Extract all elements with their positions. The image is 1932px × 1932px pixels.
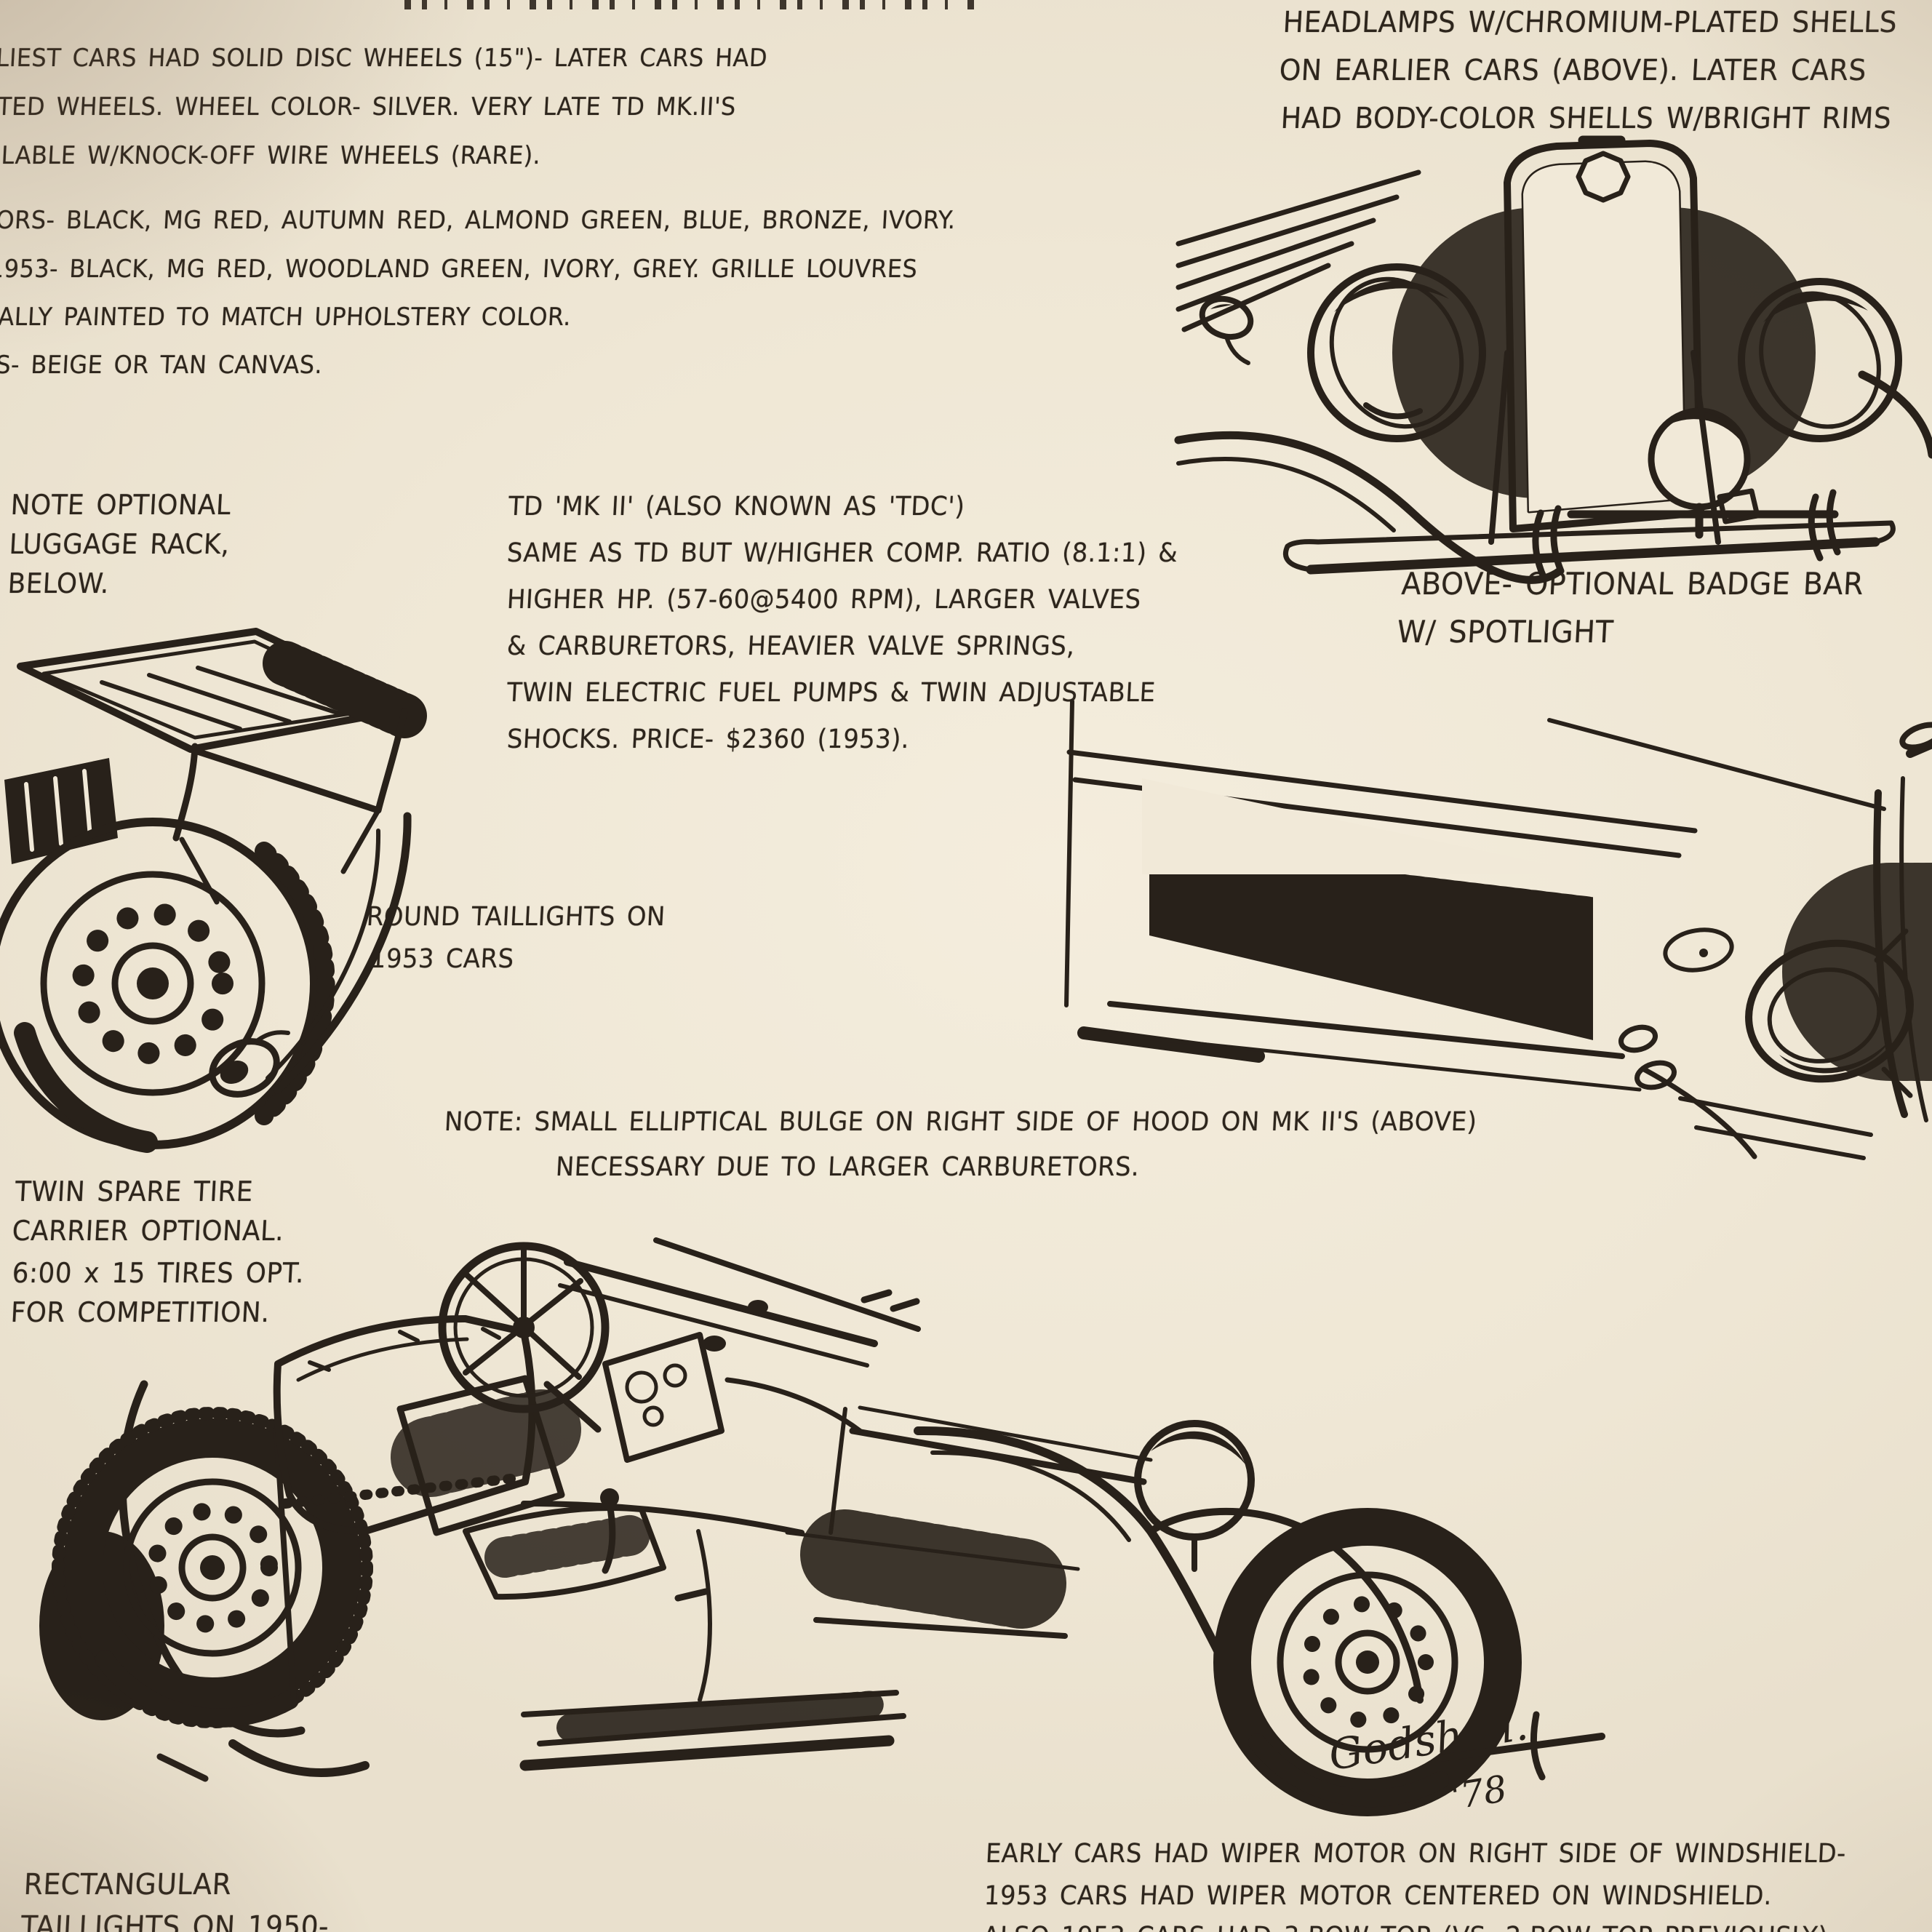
td-front-view-drawing — [1174, 135, 1932, 584]
hood-louvres-drawing — [1064, 699, 1932, 1160]
text-line: & CARBURETORS, HEAVIER VALVE SPRINGS, — [506, 631, 1076, 661]
hood-louvres-illustration — [1040, 691, 1932, 1160]
text-line: TD 'MK II' (ALSO KNOWN AS 'TDC') — [507, 492, 966, 522]
text-line: VENTED WHEELS. WHEEL COLOR- SILVER. VERY… — [0, 92, 737, 121]
text-line: ABOVE- OPTIONAL BADGE BAR — [1400, 566, 1865, 602]
text-line: USUALLY PAINTED TO MATCH UPHOLSTERY COLO… — [0, 303, 572, 332]
text-line: HEADLAMPS W/CHROMIUM-PLATED SHELLS — [1282, 6, 1899, 39]
td-roadster-drawing — [39, 1237, 1605, 1816]
text-line: NOTE OPTIONAL — [9, 489, 232, 521]
text-line: W/ SPOTLIGHT — [1396, 614, 1615, 650]
text-line: COLORS- BLACK, MG RED, AUTUMN RED, ALMON… — [0, 206, 957, 235]
text-line: LUGGAGE RACK, — [8, 528, 231, 560]
text-line: ALSO 1953 CARS HAD 3-BOW TOP (VS. 2-BOW … — [982, 1922, 1829, 1932]
text-line: HAD BODY-COLOR SHELLS W/BRIGHT RIMS — [1280, 102, 1893, 135]
text-line: 1953 CARS HAD WIPER MOTOR CENTERED ON WI… — [983, 1881, 1773, 1911]
td-front-view-illustration — [1174, 135, 1932, 584]
luggage-rack-illustration — [0, 596, 436, 1153]
text-line: BELOW. — [7, 567, 111, 599]
text-line: EARLIEST CARS HAD SOLID DISC WHEELS (15"… — [0, 44, 769, 73]
text-line: BY 1953- BLACK, MG RED, WOODLAND GREEN, … — [0, 255, 919, 284]
text-line: SAME AS TD BUT W/HIGHER COMP. RATIO (8.1… — [506, 538, 1179, 568]
text-line: NECESSARY DUE TO LARGER CARBURETORS. — [554, 1152, 1141, 1182]
text-line: HIGHER HP. (57-60@5400 RPM), LARGER VALV… — [506, 585, 1142, 615]
text-line: TOPS- BEIGE OR TAN CANVAS. — [0, 351, 324, 380]
text-line: TAILLIGHTS ON 1950- — [20, 1910, 330, 1932]
text-line: ON EARLIER CARS (ABOVE). LATER CARS — [1278, 54, 1867, 87]
luggage-rack-drawing — [0, 628, 427, 1153]
text-line: AVAILABLE W/KNOCK-OFF WIRE WHEELS (RARE)… — [0, 141, 542, 170]
td-roadster-illustration — [39, 1189, 1709, 1880]
text-line: SHOCKS. PRICE- $2360 (1953). — [506, 724, 911, 754]
cropped-top-line-fragment — [404, 0, 979, 9]
